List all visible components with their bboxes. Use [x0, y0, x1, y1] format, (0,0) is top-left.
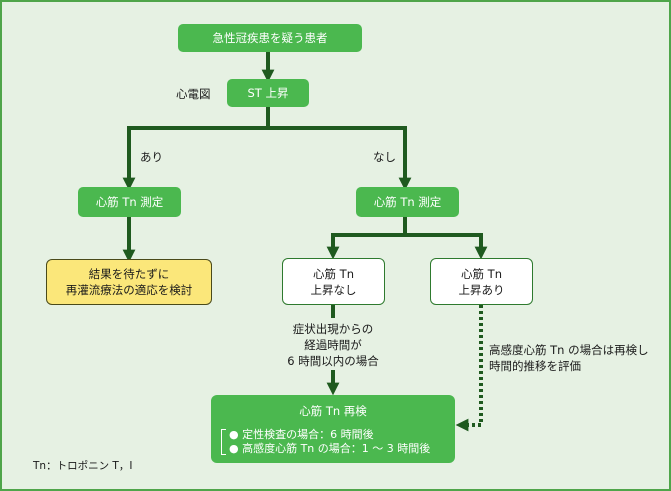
tn-measure-right-node: 心筋 Tn 測定 [356, 187, 459, 217]
elapsed-line1: 症状出現からの [292, 322, 374, 336]
tn-measure-right-text: 心筋 Tn 測定 [373, 195, 442, 209]
tn-no-rise-line2: 上昇なし [310, 282, 357, 297]
tn-rise-line1: 心筋 Tn [461, 266, 502, 281]
reperfusion-line2: 再灌流療法の適応を検討 [65, 283, 193, 297]
reperfusion-line1: 結果を待たずに [88, 267, 170, 281]
hs-note-line2: 時間的推移を評価 [489, 359, 581, 373]
st-elevation-node: ST 上昇 [227, 79, 309, 107]
hs-note-line1: 高感度心筋 Tn の場合は再検し [489, 343, 649, 357]
tn-measure-left-node: 心筋 Tn 測定 [78, 187, 181, 217]
elapsed-line3: 6 時間以内の場合 [287, 354, 379, 368]
retest-bullet-qualitative: ● 定性検査の場合：6 時間後 [229, 428, 374, 441]
footnote: Tn：トロポニン T，I [33, 460, 133, 472]
tn-no-rise-line1: 心筋 Tn [313, 266, 354, 281]
dotted-arrow-rise-to-retest [455, 305, 483, 432]
tn-rise-node: 心筋 Tn 上昇あり [430, 258, 533, 305]
tn-no-rise-node: 心筋 Tn 上昇なし [282, 258, 385, 305]
hs-retest-note: 高感度心筋 Tn の場合は再検し 時間的推移を評価 [489, 342, 649, 374]
retest-title: 心筋 Tn 再検 [299, 404, 367, 418]
st-elevation-text: ST 上昇 [247, 86, 289, 100]
elapsed-time-condition: 症状出現からの 経過時間が 6 時間以内の場合 [253, 321, 413, 369]
ecg-label: 心電図 [176, 87, 211, 101]
start-node-text: 急性冠疾患を疑う患者 [212, 31, 328, 45]
tn-retest-node: 心筋 Tn 再検 ● 定性検査の場合：6 時間後 ● 高感度心筋 Tn の場合：… [211, 395, 455, 463]
no-label: なし [373, 150, 396, 164]
retest-bracket [221, 429, 226, 455]
reperfusion-node: 結果を待たずに 再灌流療法の適応を検討 [46, 259, 212, 305]
start-node: 急性冠疾患を疑う患者 [178, 24, 362, 52]
elapsed-line2: 経過時間が [304, 338, 362, 352]
tn-measure-left-text: 心筋 Tn 測定 [95, 195, 164, 209]
retest-bullet-high-sensitivity: ● 高感度心筋 Tn の場合：1 〜 3 時間後 [229, 442, 431, 455]
yes-label: あり [140, 150, 163, 164]
tn-rise-line2: 上昇あり [458, 282, 505, 297]
